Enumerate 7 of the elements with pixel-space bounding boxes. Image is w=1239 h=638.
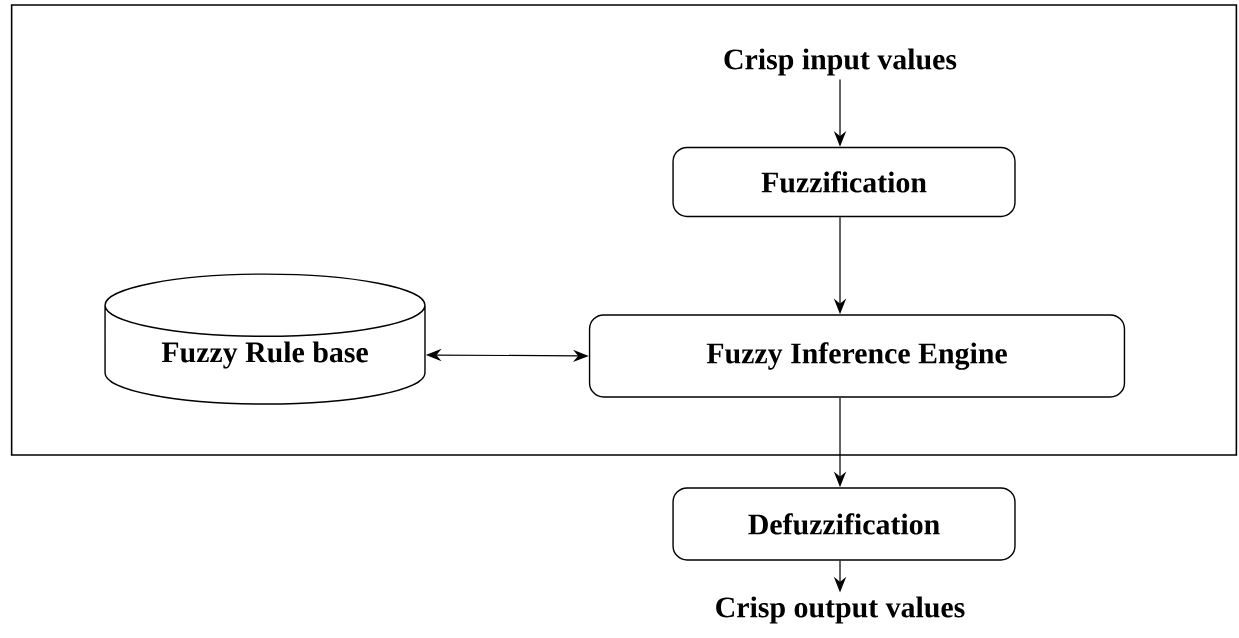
frame-box bbox=[10, 4, 1238, 456]
label-text: Crisp input values bbox=[724, 48, 957, 76]
process-box: Defuzzification bbox=[672, 487, 1016, 561]
cylinder: Fuzzy Rule base bbox=[104, 273, 426, 405]
process-box: Fuzzy Inference Engine bbox=[588, 314, 1126, 398]
process-box: Fuzzification bbox=[672, 146, 1016, 218]
label-text: Crisp output values bbox=[716, 596, 965, 624]
